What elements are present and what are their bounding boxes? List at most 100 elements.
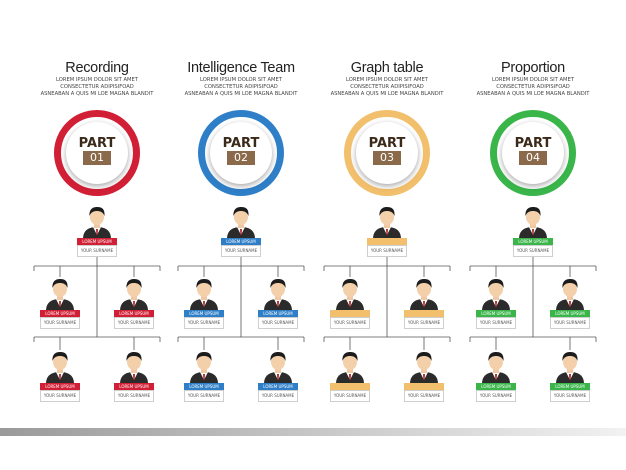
description-line: ASNEABAN A QUIS MI LOE MAGNA BLANDIT xyxy=(184,91,298,97)
node-surname-box: YOUR SURNAME xyxy=(77,245,117,257)
person-icon xyxy=(519,207,547,239)
node-surname-box: YOUR SURNAME xyxy=(114,390,154,402)
person-icon xyxy=(190,352,218,384)
node-name-bar: LOREM UPSUM xyxy=(77,238,117,245)
column-title: Recording xyxy=(65,60,129,76)
description-line: ASNEABAN A QUIS MI LOE MAGNA BLANDIT xyxy=(40,91,154,97)
node-name-bar: LOREM UPSUM xyxy=(114,383,154,390)
person-icon xyxy=(410,352,438,384)
person-icon xyxy=(336,352,364,384)
node-name-bar xyxy=(330,310,370,317)
description-line: CONSECTETUR ADIPISIFOAD xyxy=(350,84,424,90)
person-icon xyxy=(264,279,292,311)
org-node-member: YOUR SURNAME xyxy=(330,277,370,337)
node-surname-box: YOUR SURNAME xyxy=(404,317,444,329)
person-icon xyxy=(556,279,584,311)
person-icon xyxy=(482,279,510,311)
part-circle xyxy=(198,110,284,196)
description-line: ASNEABAN A QUIS MI LOE MAGNA BLANDIT xyxy=(476,91,590,97)
node-name-bar: LOREM UPSUM xyxy=(258,310,298,317)
footer-band xyxy=(0,428,626,436)
node-name-bar xyxy=(367,238,407,245)
description-line: ASNEABAN A QUIS MI LOE MAGNA BLANDIT xyxy=(330,91,444,97)
part-label: PART xyxy=(514,136,552,151)
node-surname-box: YOUR SURNAME xyxy=(330,390,370,402)
connector-lines xyxy=(323,257,451,350)
description-line: CONSECTETUR ADIPISIFOAD xyxy=(204,84,278,90)
node-name-bar: LOREM UPSUM xyxy=(40,310,80,317)
person-icon xyxy=(556,352,584,384)
node-name-bar: LOREM UPSUM xyxy=(221,238,261,245)
node-name-bar: LOREM UPSUM xyxy=(513,238,553,245)
node-surname-box: YOUR SURNAME xyxy=(184,317,224,329)
node-surname-box: YOUR SURNAME xyxy=(550,390,590,402)
column-title: Intelligence Team xyxy=(187,60,295,76)
node-surname-box: YOUR SURNAME xyxy=(221,245,261,257)
person-icon xyxy=(46,279,74,311)
person-icon xyxy=(46,352,74,384)
column-title: Graph table xyxy=(350,60,424,76)
org-node-member: YOUR SURNAME xyxy=(330,350,370,410)
description-line: CONSECTETUR ADIPISIFOAD xyxy=(496,84,570,90)
node-surname-box: YOUR SURNAME xyxy=(476,390,516,402)
person-icon xyxy=(264,352,292,384)
description-line: LOREM IPSUM DOLOR SIT AMET xyxy=(492,77,574,83)
connector-lines xyxy=(469,257,597,350)
person-icon xyxy=(190,279,218,311)
description-line: LOREM IPSUM DOLOR SIT AMET xyxy=(200,77,282,83)
node-name-bar xyxy=(404,310,444,317)
node-surname-box: YOUR SURNAME xyxy=(184,390,224,402)
part-number: 01 xyxy=(83,151,111,165)
node-surname-box: YOUR SURNAME xyxy=(550,317,590,329)
column-title: Proportion xyxy=(501,60,565,76)
part-label: PART xyxy=(222,136,260,151)
node-name-bar: LOREM UPSUM xyxy=(114,310,154,317)
part-number: 04 xyxy=(519,151,547,165)
org-node-head: YOUR SURNAME xyxy=(367,205,407,265)
node-name-bar: LOREM UPSUM xyxy=(258,383,298,390)
node-name-bar xyxy=(404,383,444,390)
part-number: 02 xyxy=(227,151,255,165)
org-node-member: YOUR SURNAME xyxy=(404,277,444,337)
node-surname-box: YOUR SURNAME xyxy=(258,317,298,329)
node-name-bar: LOREM UPSUM xyxy=(40,383,80,390)
node-name-bar xyxy=(330,383,370,390)
org-node-member: YOUR SURNAME xyxy=(404,350,444,410)
part-circle xyxy=(344,110,430,196)
person-icon xyxy=(482,352,510,384)
description-line: LOREM IPSUM DOLOR SIT AMET xyxy=(56,77,138,83)
person-icon xyxy=(120,352,148,384)
node-name-bar: LOREM UPSUM xyxy=(184,383,224,390)
node-surname-box: YOUR SURNAME xyxy=(40,390,80,402)
node-surname-box: YOUR SURNAME xyxy=(40,317,80,329)
connector-lines xyxy=(177,257,305,350)
person-icon xyxy=(83,207,111,239)
person-icon xyxy=(120,279,148,311)
node-name-bar: LOREM UPSUM xyxy=(550,383,590,390)
node-surname-box: YOUR SURNAME xyxy=(258,390,298,402)
node-surname-box: YOUR SURNAME xyxy=(114,317,154,329)
part-label: PART xyxy=(78,136,116,151)
node-surname-box: YOUR SURNAME xyxy=(330,317,370,329)
node-name-bar: LOREM UPSUM xyxy=(476,383,516,390)
node-surname-box: YOUR SURNAME xyxy=(367,245,407,257)
